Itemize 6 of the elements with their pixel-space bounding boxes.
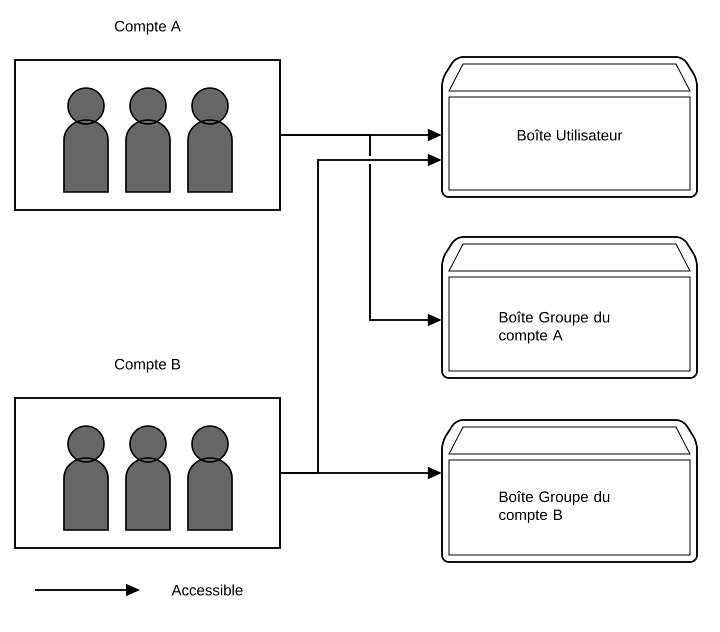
legend-label: Accessible: [172, 584, 243, 596]
account-label: Compte A: [114, 20, 181, 34]
account-label: Compte B: [114, 358, 180, 372]
mailbox: Boîte Groupe du compte B: [441, 419, 698, 563]
mailbox: Boîte Groupe du compte A: [441, 236, 698, 379]
mailbox: Boîte Utilisateur: [441, 56, 698, 198]
